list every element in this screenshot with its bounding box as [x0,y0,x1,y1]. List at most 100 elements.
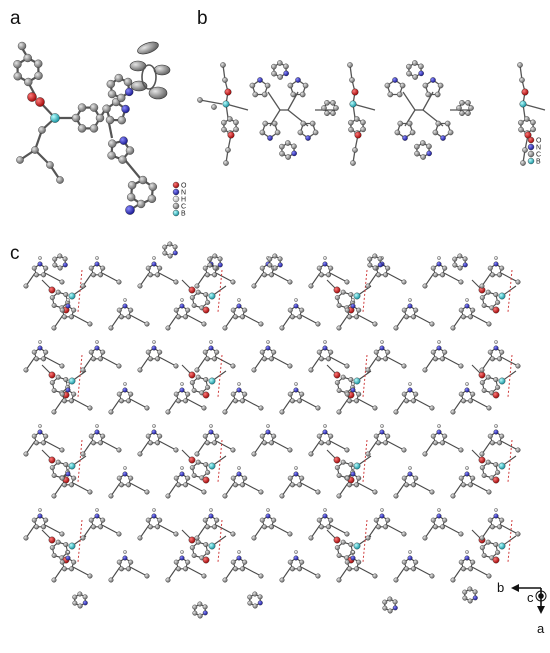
atom-c [279,493,285,499]
atom-c [82,594,88,600]
bond [272,356,291,367]
atom-o [27,92,37,102]
bond [158,272,177,283]
bond [186,482,205,493]
atom-c [49,295,55,301]
atom-o [351,88,359,96]
atom-h [351,382,355,386]
bond [424,272,435,287]
atom-c [183,566,189,572]
atom-c [518,126,524,133]
bond [53,482,64,497]
hydrogen-bond [217,354,223,398]
atom-c [201,405,207,411]
atom-c [486,321,492,327]
atom-c [299,475,305,481]
atom-c [204,524,210,530]
atom-c [17,41,27,51]
atom-c [55,539,61,545]
atom-c [242,475,248,481]
atom-c [440,440,446,446]
bond [395,482,406,497]
atom-c [287,531,293,537]
atom-c [51,493,57,499]
atom-c [102,104,111,113]
atom-c [287,82,294,89]
atom-h [437,508,441,512]
atom-c [467,586,473,592]
atom-c [157,349,163,355]
atom-n [464,555,470,561]
atom-c [287,363,293,369]
atom-c [249,82,256,89]
atom-c [316,517,322,523]
atom-c [460,482,466,488]
atom-c [287,391,293,397]
atom-c [118,314,124,320]
atom-c [365,283,371,289]
bond [471,482,490,493]
atom-c [69,398,75,404]
atom-c [162,244,168,250]
atom-c [429,573,435,579]
atom-n [493,345,499,351]
atom-n [407,471,413,477]
atom-n [94,345,100,351]
atom-c [257,594,263,600]
atom-c [328,265,334,271]
atom-c [117,93,126,103]
atom-o [333,536,341,544]
atom-c [23,535,29,541]
atom-c [77,124,87,133]
atom-c [289,314,295,320]
atom-c [340,459,346,465]
atom-c [157,517,163,523]
atom-c [189,545,195,551]
atom-o [35,97,45,107]
atom-c [330,100,336,106]
atom-c [108,409,114,415]
atom-n [436,261,442,267]
atom-c [31,146,39,154]
atom-c [272,265,278,271]
bond [395,566,406,581]
atom-h [437,340,441,344]
atom-c [403,566,409,572]
atom-h [351,466,355,470]
atom-c [515,531,521,537]
atom-c [495,549,501,555]
atom-c [458,559,464,565]
atom-c [240,482,246,488]
atom-c [41,272,47,278]
atom-c [207,262,213,268]
atom-c [457,253,463,259]
atom-c [289,566,295,572]
atom-n [402,135,408,141]
bond [101,440,120,451]
atom-c [247,594,253,600]
atom-c [432,272,438,278]
atom-c [137,283,143,289]
atom-c [487,349,493,355]
atom-c [429,321,435,327]
bond [101,524,120,535]
atom-n [257,600,263,606]
atom-c [468,398,474,404]
atom-c [346,482,352,488]
atom-c [458,447,464,453]
atom-c [372,253,378,259]
atom-c [326,272,332,278]
atom-c [515,279,521,285]
atom-c [118,155,127,164]
atom-c [493,377,499,383]
atom-c [308,451,314,457]
atom-c [315,321,321,327]
atom-n [350,555,356,561]
atom-n [265,429,271,435]
atom-c [259,433,265,439]
atom-o [188,286,196,294]
atom-c [365,451,371,457]
atom-c [207,256,213,262]
atom-c [69,314,75,320]
atom-c [489,524,495,530]
